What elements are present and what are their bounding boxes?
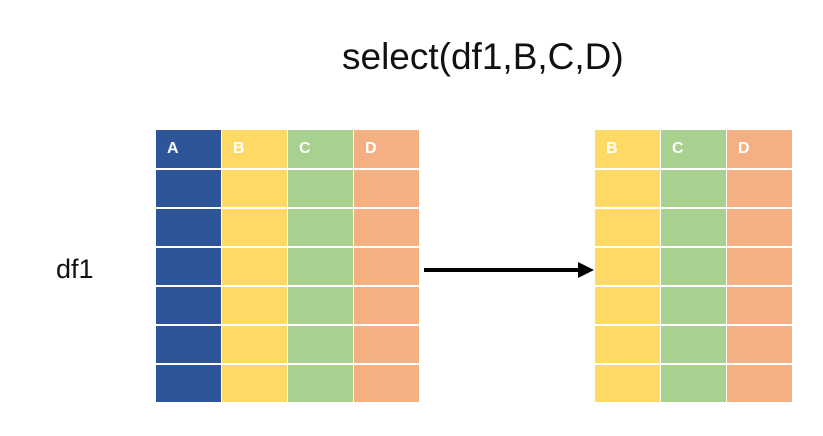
table-cell [222,248,287,285]
column-d: D [727,130,792,402]
table-cell [222,326,287,363]
diagram-title: select(df1,B,C,D) [342,36,624,77]
table-cell [727,287,792,324]
table-cell [661,248,726,285]
column-c: C [661,130,726,402]
table-cell [156,326,221,363]
table-cell [156,248,221,285]
table-cell [727,248,792,285]
table-cell [661,287,726,324]
table-cell [661,209,726,246]
table-cell [661,326,726,363]
table-cell [288,287,353,324]
table-cell [727,365,792,402]
table-cell [288,248,353,285]
column-header: C [661,130,726,168]
table-cell [288,170,353,207]
table-cell [595,365,660,402]
column-header: B [222,130,287,168]
table-cell [661,365,726,402]
column-a: A [156,130,221,402]
column-header: C [288,130,353,168]
table-cell [354,326,419,363]
table-cell [595,248,660,285]
table-cell [727,209,792,246]
table-cell [288,326,353,363]
table-cell [354,287,419,324]
table-cell [288,365,353,402]
table-cell [595,287,660,324]
table-cell [156,365,221,402]
table-cell [595,170,660,207]
table-cell [354,170,419,207]
table-cell [222,170,287,207]
column-header: D [354,130,419,168]
arrow-icon [424,262,594,278]
table-cell [727,170,792,207]
column-header: D [727,130,792,168]
table-cell [595,326,660,363]
table-cell [222,287,287,324]
table-cell [222,365,287,402]
table-cell [156,170,221,207]
column-c: C [288,130,353,402]
table-cell [156,209,221,246]
column-d: D [354,130,419,402]
table-cell [595,209,660,246]
arrow-head [578,262,594,278]
table-cell [354,365,419,402]
table-cell [661,170,726,207]
table-cell [156,287,221,324]
table-cell [354,209,419,246]
table-cell [727,326,792,363]
column-header: A [156,130,221,168]
table-cell [222,209,287,246]
column-header: B [595,130,660,168]
df1-label: df1 [56,254,94,284]
column-b: B [222,130,287,402]
table-cell [288,209,353,246]
column-b: B [595,130,660,402]
table-cell [354,248,419,285]
